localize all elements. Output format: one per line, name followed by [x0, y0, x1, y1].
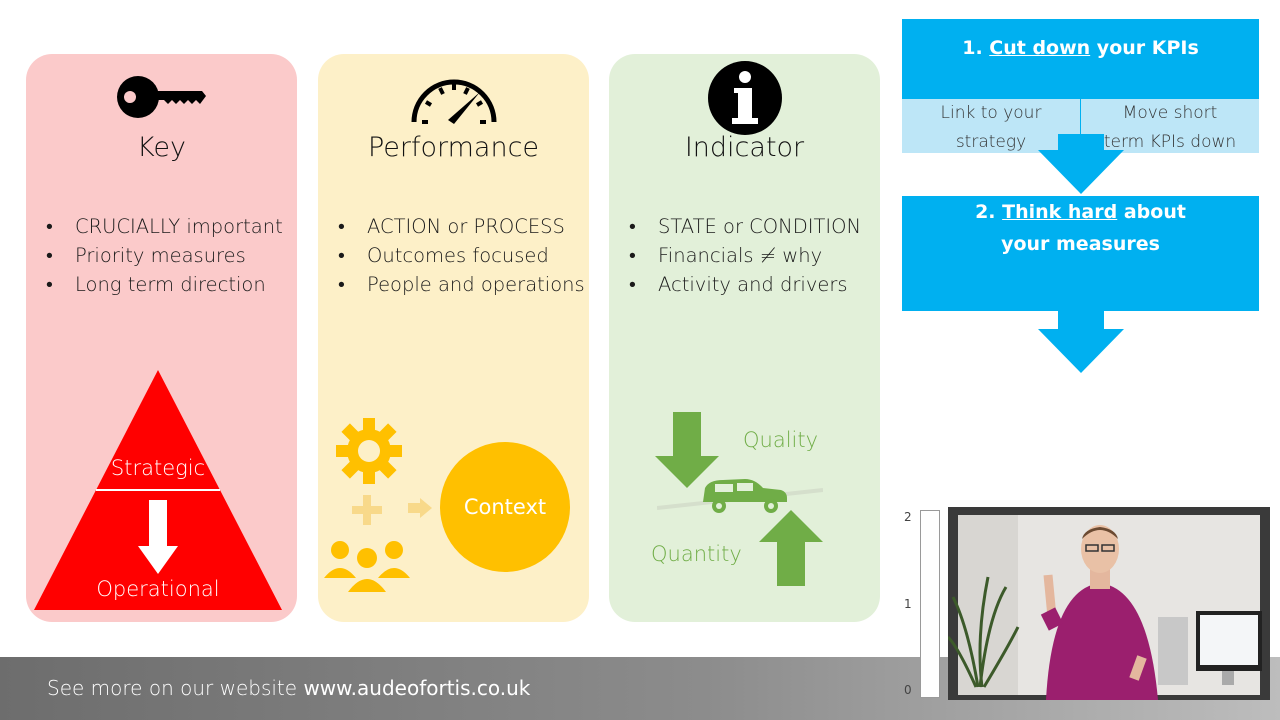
- list-item: CRUCIALLY important: [46, 212, 283, 241]
- indicator-title: Indicator: [684, 132, 805, 163]
- performance-title: Performance: [367, 132, 540, 163]
- flow-step-1-sub-right: Move short term KPIs down: [1081, 99, 1259, 153]
- level-meter: [920, 510, 940, 698]
- arrow-right-icon: [408, 496, 432, 524]
- key-title: Key: [137, 132, 186, 163]
- footer-text: See more on our website www.audeofortis.…: [47, 676, 531, 700]
- indicator-card: Indicator STATE or CONDITION Financials …: [609, 54, 880, 622]
- scale-tick: 2: [904, 510, 912, 524]
- key-card: Key CRUCIALLY important Priority measure…: [26, 54, 297, 622]
- performance-bullets: ACTION or PROCESS Outcomes focused Peopl…: [338, 212, 585, 299]
- people-icon: [324, 538, 410, 598]
- performance-card: Performance ACTION or PROCESS Outcomes f…: [318, 54, 589, 622]
- list-item: People and operations: [338, 270, 585, 299]
- quality-label: Quality: [743, 428, 819, 452]
- list-item: ACTION or PROCESS: [338, 212, 585, 241]
- list-item: Financials ≠ why: [629, 241, 861, 270]
- speedometer-icon: [318, 72, 589, 124]
- pyramid-top-label: Strategic: [110, 456, 206, 480]
- quantity-label: Quantity: [651, 542, 742, 566]
- flow-arrow-down-icon: [1038, 329, 1124, 373]
- info-icon: [609, 60, 880, 136]
- flow-step-1-sub-left: Link to your strategy: [902, 99, 1080, 153]
- list-item: STATE or CONDITION: [629, 212, 861, 241]
- car-on-seesaw-icon: [656, 472, 824, 526]
- flow-arrow-2-stem: [1058, 311, 1104, 329]
- key-bullets: CRUCIALLY important Priority measures Lo…: [46, 212, 283, 299]
- list-item: Long term direction: [46, 270, 283, 299]
- scale-tick: 0: [904, 683, 912, 697]
- flow-step-2: 2. Think hard about your measures: [902, 196, 1259, 311]
- flow-step-1-title: 1. Cut down your KPIs: [962, 37, 1199, 59]
- list-item: Priority measures: [46, 241, 283, 270]
- list-item: Outcomes focused: [338, 241, 585, 270]
- flow-step-1: 1. Cut down your KPIs Link to your strat…: [902, 19, 1259, 153]
- strategy-pyramid: Strategic Operational: [34, 370, 282, 610]
- flow-step-2-title: 2. Think hard about your measures: [975, 201, 1186, 255]
- list-item: Activity and drivers: [629, 270, 861, 299]
- arrow-down-icon: [655, 412, 719, 492]
- scale-tick: 1: [904, 597, 912, 611]
- context-circle: Context: [440, 442, 570, 572]
- flow-arrow-1-stem: [1058, 134, 1104, 150]
- key-icon: [26, 74, 297, 120]
- indicator-bullets: STATE or CONDITION Financials ≠ why Acti…: [629, 212, 861, 299]
- presenter-video[interactable]: [948, 507, 1270, 700]
- flow-arrow-down-icon: [1038, 150, 1124, 194]
- gear-icon: [334, 416, 404, 490]
- pyramid-bottom-label: Operational: [96, 577, 220, 601]
- website-link[interactable]: www.audeofortis.co.uk: [303, 676, 531, 700]
- arrow-up-icon: [759, 510, 823, 590]
- plus-icon: [352, 495, 382, 529]
